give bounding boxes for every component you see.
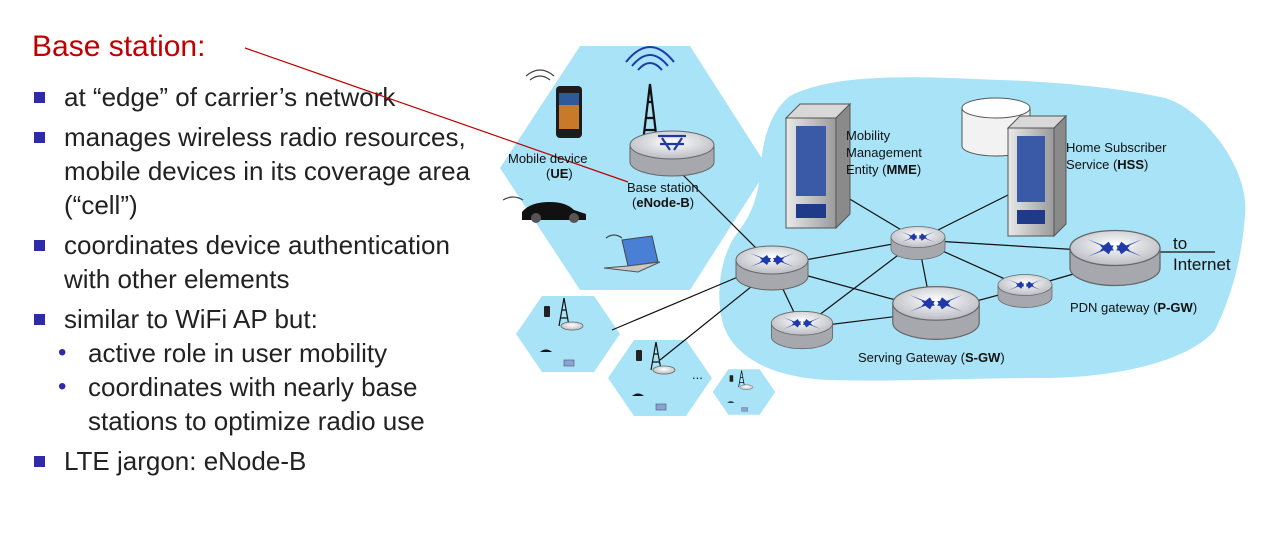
router-icon: [890, 226, 946, 260]
hss-server-icon: [1006, 114, 1068, 238]
to-label: to: [1173, 234, 1187, 253]
mme-label-line2: Management: [846, 145, 922, 160]
pointer-line: [244, 47, 629, 183]
internet-label: Internet: [1173, 255, 1231, 274]
sub-bullet-marker: •: [58, 373, 67, 400]
sub-bullet-item: •active role in user mobility: [58, 338, 388, 368]
bullet-marker: [34, 240, 45, 251]
bullet-marker: [34, 132, 45, 143]
bullet-item: similar to WiFi AP but:: [32, 302, 502, 336]
mme-label-line3: Entity (MME): [846, 162, 921, 177]
sub-bullet-item: •coordinates with nearly base stations t…: [58, 372, 425, 436]
bullet-list: at “edge” of carrier’s network manages w…: [32, 80, 502, 484]
sub-bullet-marker: •: [58, 339, 67, 366]
bullet-marker: [34, 456, 45, 467]
small-cell: [712, 368, 776, 416]
hss-label-line2: Service (HSS): [1066, 157, 1148, 172]
bullet-item: coordinates device authentication with o…: [32, 228, 502, 296]
enodeb-label: (eNode-B): [632, 195, 694, 210]
laptop-icon: [603, 234, 661, 273]
ellipsis-label: ...: [692, 367, 703, 382]
router-icon: [770, 310, 834, 350]
phone-icon: [525, 69, 582, 138]
mme-server-icon: [784, 102, 852, 230]
base-station-label: Base station: [627, 180, 699, 195]
pgw-router-icon: [1069, 229, 1161, 287]
car-icon: [502, 196, 586, 223]
slide-title: Base station:: [32, 30, 206, 63]
hss-label-line1: Home Subscriber: [1066, 140, 1167, 155]
mobile-device-label: Mobile device: [508, 151, 588, 166]
bullet-marker: [34, 314, 45, 325]
ue-label: (UE): [546, 166, 573, 181]
pgw-label: PDN gateway (P-GW): [1070, 300, 1197, 315]
small-cell: [515, 295, 621, 373]
sub-bullet-list: •active role in user mobility •coordinat…: [32, 336, 502, 438]
bullet-item: manages wireless radio resources, mobile…: [32, 120, 502, 222]
core-network-cloud: [719, 77, 1246, 381]
mme-label-line1: Mobility: [846, 128, 891, 143]
router-icon: [997, 274, 1053, 308]
bullet-item: at “edge” of carrier’s network: [32, 80, 502, 114]
base-station-icon: [629, 130, 715, 177]
sgw-router-icon: [892, 286, 980, 340]
cell-tower-icon: [625, 46, 675, 143]
router-icon: [735, 245, 809, 291]
bullet-marker: [34, 92, 45, 103]
sgw-label: Serving Gateway (S-GW): [858, 350, 1005, 365]
bullet-item: LTE jargon: eNode-B: [32, 444, 502, 478]
